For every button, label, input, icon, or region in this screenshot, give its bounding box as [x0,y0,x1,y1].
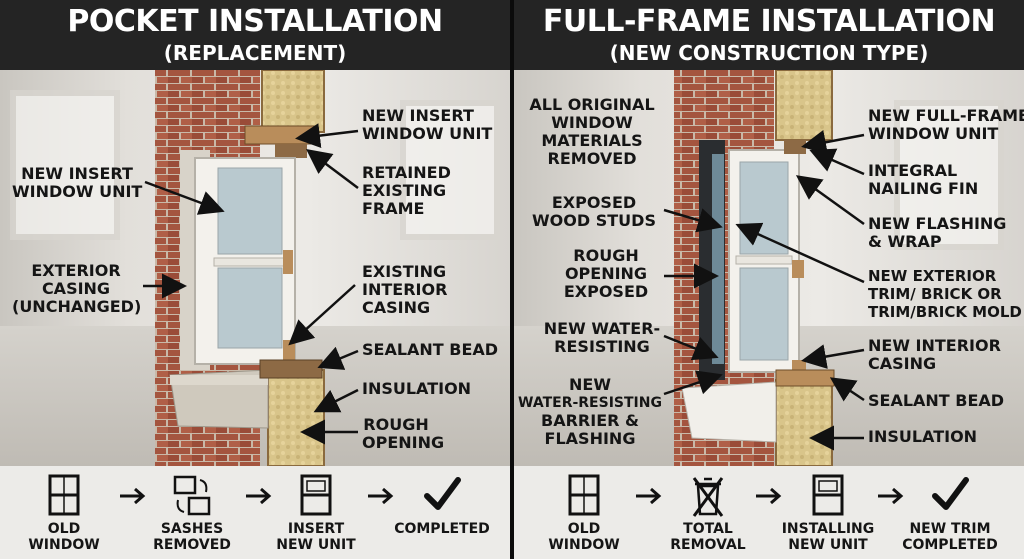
label-integral-nailing-fin: INTEGRAL NAILING FIN [868,161,979,198]
interior-casing [283,340,295,362]
arrow-right-icon [246,487,272,505]
label-new-water-resisting: NEW WATER- RESISTING [543,319,661,356]
pocket-installation-panel: POCKET INSTALLATION (REPLACEMENT) [0,0,510,559]
label-insulation: INSULATION [868,427,978,446]
nailing-fin-head [784,140,806,154]
wood-sill [259,359,323,379]
pocket-subtitle: (REPLACEMENT) [163,41,347,65]
arrow-right-icon [636,487,662,505]
full-frame-installation-panel: FULL-FRAME INSTALLATION (NEW CONSTRUCTIO… [514,0,1024,559]
arrow-right-icon [120,487,146,505]
full-frame-title: FULL-FRAME INSTALLATION [542,4,996,39]
label-new-full-frame-window-unit: NEW FULL-FRAME WINDOW UNIT [868,106,1024,143]
upper-glass [739,161,789,255]
label-new-flashing-wrap: NEW FLASHING & WRAP [868,214,1007,251]
label-existing-interior-casing: EXISTING INTERIOR CASING [362,262,448,317]
pocket-cross-section [143,70,359,466]
background-window [10,90,120,240]
meeting-rail [735,255,793,265]
upper-glass [217,167,283,255]
old-window-icon [568,474,600,516]
wood-sill [775,369,835,387]
stone-sill-top [170,375,268,385]
full-frame-cross-section [663,70,865,466]
label-new-insert-window-unit-left: NEW INSERT WINDOW UNIT [12,164,143,201]
sashes-removed-icon [173,475,211,516]
arrow-right-icon [368,487,394,505]
label-sealant-bead: SEALANT BEAD [362,340,499,359]
label-insulation: INSULATION [362,379,472,398]
insulation-bottom [775,379,833,466]
installing-window-icon [812,474,844,516]
arrow-right-icon [878,487,904,505]
pocket-title: POCKET INSTALLATION [67,4,443,39]
new-sill [681,381,777,443]
pocket-diagram: NEW INSERT WINDOW UNIT RETAINED EXISTING… [0,70,510,466]
label-retained-existing-frame: RETAINED EXISTING FRAME [362,163,451,218]
exposed-studs [712,154,724,364]
background-window [894,100,1004,250]
label-sealant-bead: SEALANT BEAD [868,391,1005,410]
insulation-top [775,70,833,141]
checkmark-icon [424,477,461,510]
old-window-icon [48,474,80,516]
insulation-bottom [267,369,325,466]
label-new-insert-window-unit: NEW INSERT WINDOW UNIT [362,106,493,143]
interior-stop [792,260,804,278]
meeting-rail [213,257,287,267]
full-frame-diagram: ALL ORIGINAL WINDOW MATERIALS REMOVED EX… [514,70,1024,466]
arrow-right-icon [756,487,782,505]
label-rough-opening-exposed: ROUGH OPENING EXPOSED [563,246,649,301]
lower-glass [217,267,283,349]
retained-frame-head [244,125,318,145]
total-removal-icon [692,477,724,517]
label-new-exterior-trim: NEW EXTERIOR TRIM/ BRICK OR TRIM/BRICK M… [868,267,1022,321]
head-trim [275,144,307,158]
step-caption: COMPLETED [394,521,490,537]
interior-casing-stop [283,250,293,274]
label-rough-opening: ROUGH OPENING [362,415,445,452]
pocket-header: POCKET INSTALLATION (REPLACEMENT) [0,0,510,70]
label-exterior-casing: EXTERIOR CASING (UNCHANGED) [12,261,142,316]
lower-glass [739,267,789,361]
label-new-interior-casing: NEW INTERIOR CASING [868,336,1001,373]
step-completed: COMPLETED [392,474,492,537]
label-exposed-wood-studs: EXPOSED WOOD STUDS [532,193,656,230]
label-all-original-materials-removed: ALL ORIGINAL WINDOW MATERIALS REMOVED [529,95,655,168]
background-window [400,100,500,240]
label-new-water-resisting-barrier: NEW WATER-RESISTING BARRIER & FLASHING [518,375,662,448]
checkmark-icon [932,477,969,510]
insert-window-icon [300,474,332,516]
panel-divider [510,0,514,559]
full-frame-subtitle: (NEW CONSTRUCTION TYPE) [609,41,929,65]
full-frame-header: FULL-FRAME INSTALLATION (NEW CONSTRUCTIO… [514,0,1024,70]
insulation-top [261,70,325,133]
